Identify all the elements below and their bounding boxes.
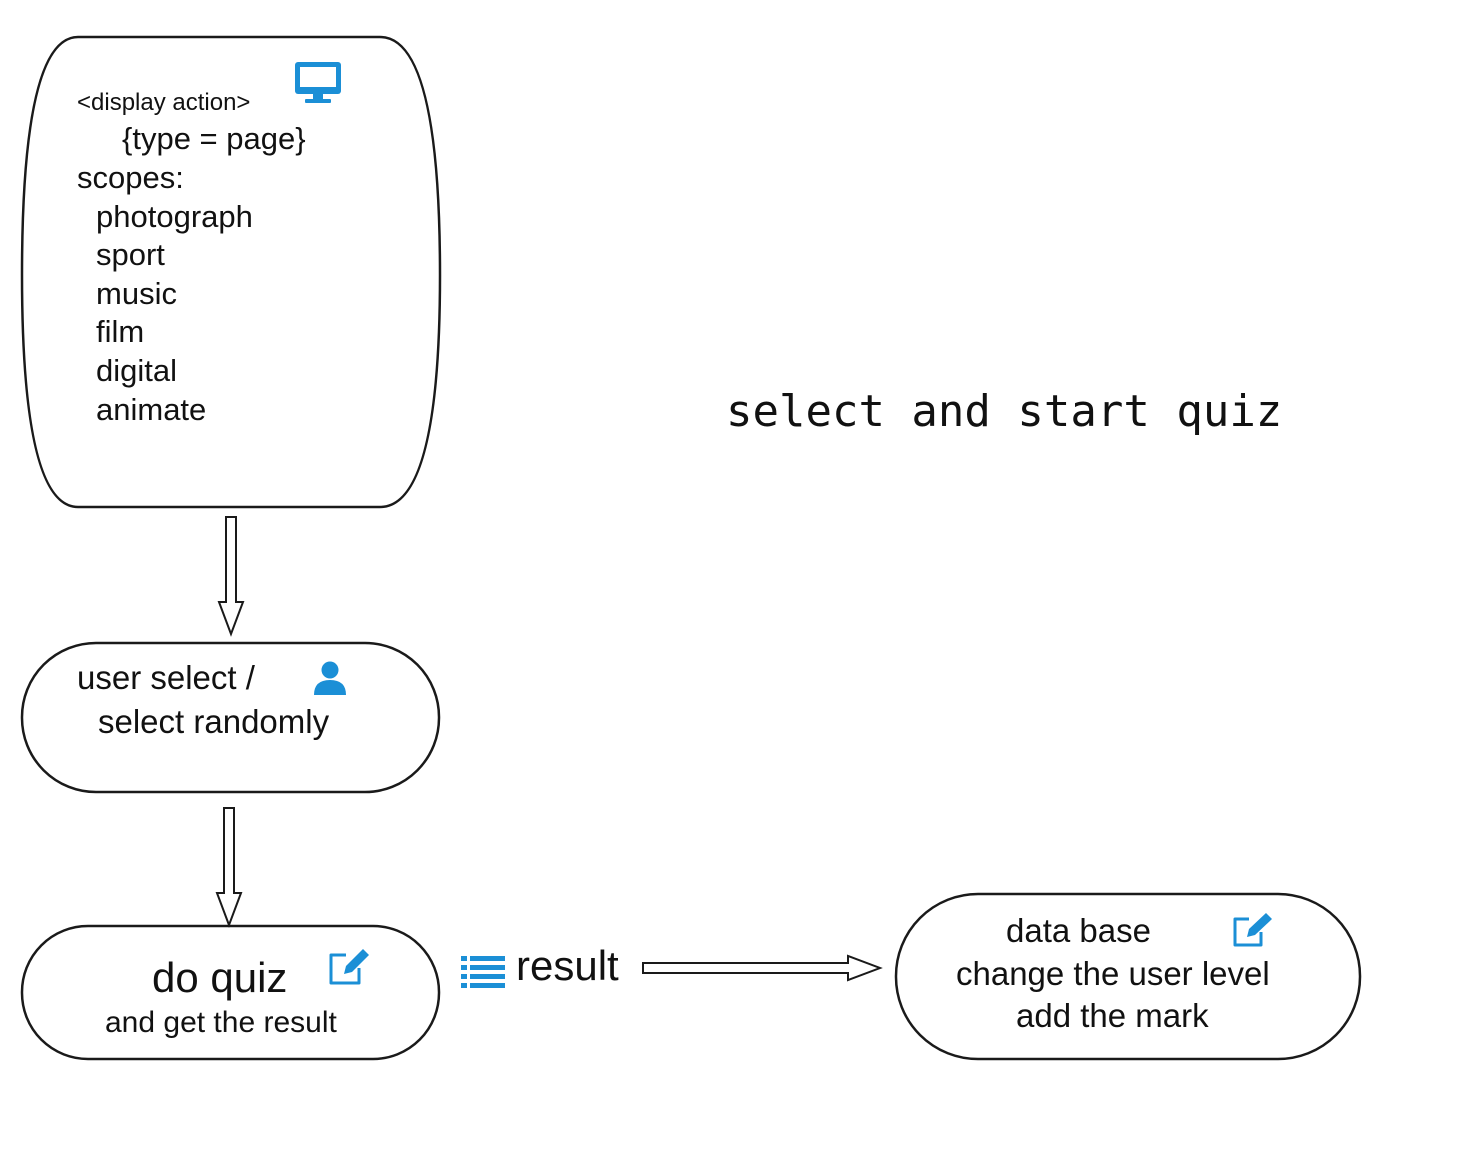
database-line2: change the user level [956, 955, 1270, 992]
database-line1: data base [1006, 912, 1151, 949]
flow-arrow-3 [642, 954, 883, 982]
user-select-line2: select randomly [98, 703, 330, 740]
database-line3: add the mark [1016, 997, 1209, 1034]
scope-item: photograph [96, 199, 253, 234]
edit-icon [329, 949, 369, 985]
result-label: result [516, 942, 619, 989]
database-node [894, 892, 1362, 1061]
user-select-node [20, 641, 441, 794]
do-quiz-subtitle: and get the result [105, 1006, 337, 1039]
scope-item: animate [96, 392, 207, 427]
do-quiz-title: do quiz [152, 954, 288, 1001]
stereotype-label: <display action> [77, 89, 251, 116]
list-icon [461, 956, 505, 988]
scope-item: digital [96, 353, 177, 388]
user-icon [314, 661, 346, 695]
flow-arrow-1 [217, 516, 245, 637]
scope-item: music [96, 276, 177, 311]
scope-item: film [96, 314, 145, 349]
type-label: {type = page} [122, 121, 306, 156]
edit-icon [1233, 913, 1272, 947]
scope-item: sport [96, 237, 165, 272]
scopes-label: scopes: [77, 160, 184, 195]
diagram-title: select and start quiz [726, 386, 1283, 437]
flow-arrow-2 [215, 807, 243, 928]
user-select-line1: user select / [77, 659, 255, 696]
display-action-node [20, 35, 442, 509]
do-quiz-node [20, 924, 441, 1061]
monitor-icon [295, 62, 341, 103]
